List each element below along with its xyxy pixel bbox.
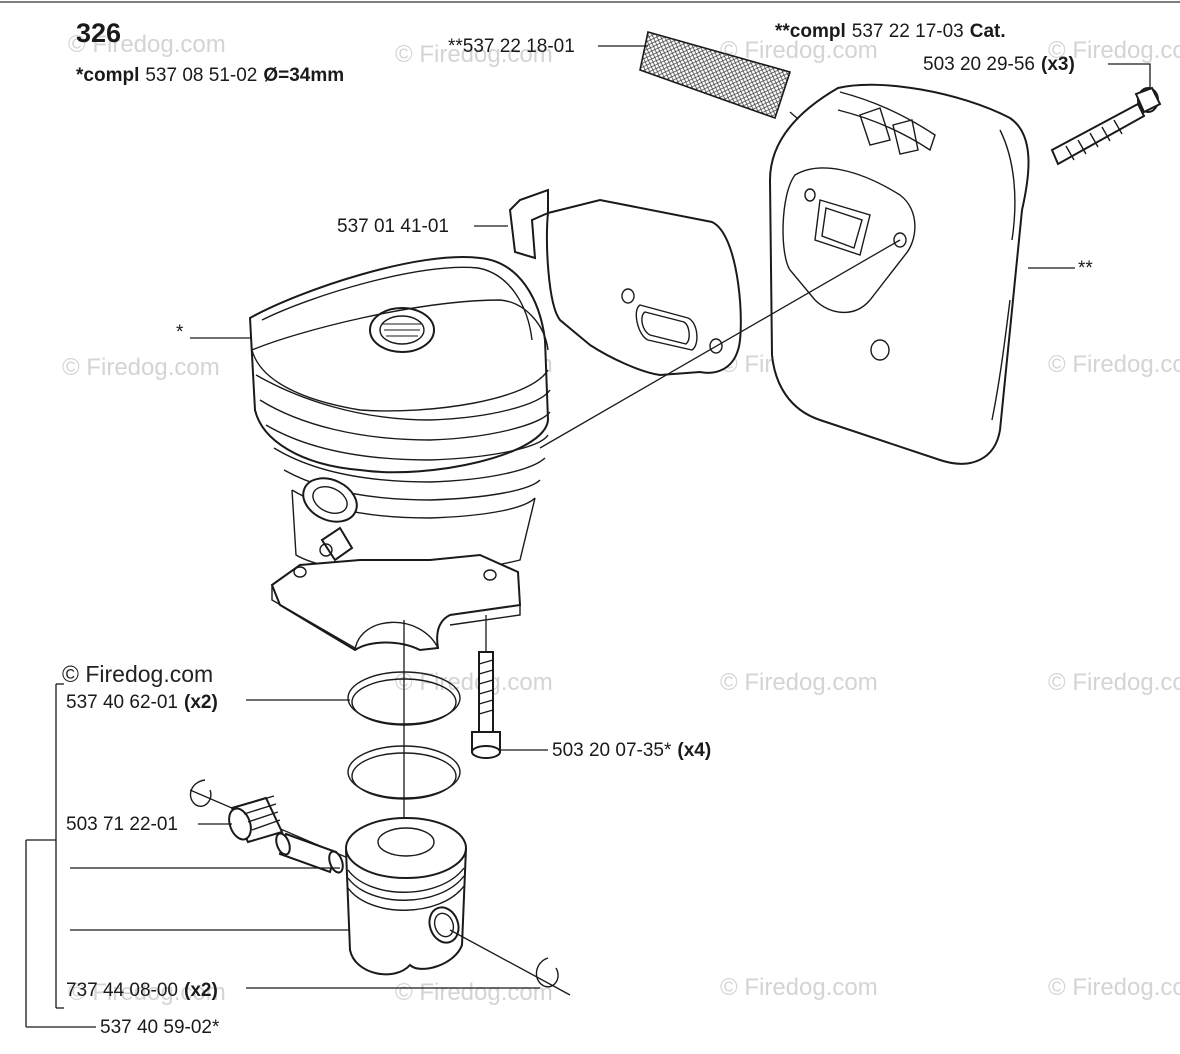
- muffler-bolt: [1050, 86, 1162, 166]
- cylinder-screw: [471, 651, 501, 759]
- assembly-bracket: [25, 683, 350, 1028]
- watermarks: © Firedog.com © Firedog.com © Firedog.co…: [62, 31, 1180, 1006]
- muffler: [768, 83, 1030, 465]
- muffler-gasket: [508, 188, 742, 377]
- watermark: © Firedog.com: [1048, 974, 1180, 1001]
- watermark: © Firedog.com: [62, 354, 220, 381]
- needle-bearing: [228, 795, 284, 844]
- piston-pin: [275, 832, 344, 874]
- watermark: © Firedog.com: [68, 31, 226, 58]
- piston: [345, 817, 467, 976]
- watermark: © Firedog.com: [395, 979, 553, 1006]
- watermark: © Firedog.com: [720, 974, 878, 1001]
- piston-ring-lower: [347, 745, 461, 800]
- watermark: © Firedog.com: [720, 669, 878, 696]
- watermark: © Firedog.com: [1048, 351, 1180, 378]
- circlip-right: [535, 957, 559, 988]
- watermark: © Firedog.com: [1048, 669, 1180, 696]
- muffler-marker: **: [1078, 258, 1093, 279]
- alignment-line: [539, 239, 901, 449]
- leader-line: [1108, 63, 1151, 90]
- piston-assy-label: 537 40 59-02*: [100, 1017, 220, 1038]
- muffler-bolt-label: 503 20 29-56(x3): [923, 54, 1075, 75]
- watermark: © Firedog.com: [1048, 37, 1180, 64]
- watermark-dark: © Firedog.com: [62, 661, 213, 687]
- circlip-label: 737 44 08-00(x2): [66, 980, 218, 1001]
- gasket-label: 537 01 41-01: [337, 216, 449, 237]
- watermark: © Firedog.com: [68, 979, 226, 1006]
- cylinder-screw-label: 503 20 07-35*(x4): [552, 740, 711, 761]
- piston-ring-label: 537 40 62-01(x2): [66, 692, 218, 713]
- cylinder-marker: *: [176, 322, 184, 343]
- needle-bearing-label: 503 71 22-01: [66, 814, 178, 835]
- piston-ring-upper: [347, 671, 461, 726]
- watermark: © Firedog.com: [395, 41, 553, 68]
- page-number: 326: [76, 18, 121, 48]
- cylinder: [248, 256, 551, 652]
- spark-screen-label: **537 22 18-01: [448, 36, 575, 57]
- circlip-left: [189, 779, 212, 807]
- pin-axis: [449, 929, 571, 996]
